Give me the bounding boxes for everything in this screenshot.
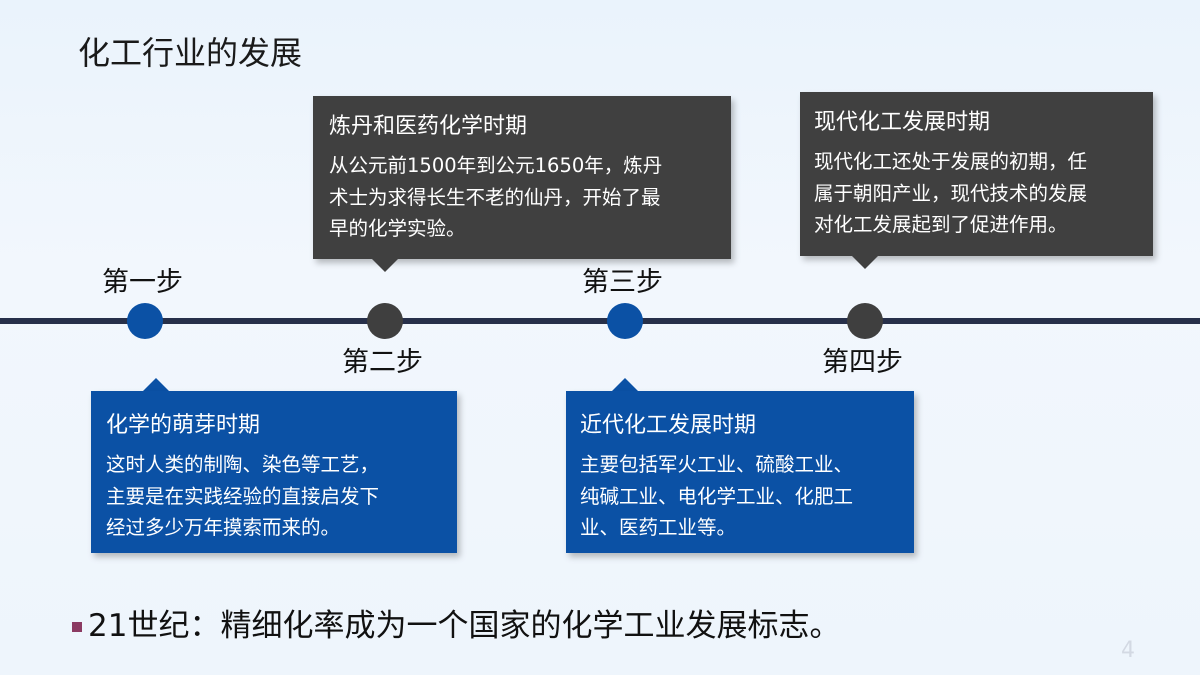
callout-1-title: 化学的萌芽时期 (106, 413, 261, 438)
callout-2-title: 炼丹和医药化学时期 (329, 114, 528, 139)
step-label-2: 第二步 (342, 347, 423, 378)
callout-step-4: 现代化工发展时期 现代化工还处于发展的初期，任 属于朝阳产业，现代技术的发展 对… (800, 92, 1153, 256)
timeline-node-4 (847, 303, 883, 339)
callout-1-pointer (143, 378, 169, 391)
callout-3-line: 业、医药工业等。 (580, 516, 737, 540)
timeline-node-3 (607, 303, 643, 339)
footer-text: 21世纪：精细化率成为一个国家的化学工业发展标志。 (88, 608, 841, 644)
callout-4-line: 现代化工还处于发展的初期，任 (814, 150, 1088, 173)
callout-3-line: 纯碱工业、电化学工业、化肥工 (580, 484, 854, 508)
callout-4-pointer (852, 256, 878, 269)
callout-step-3: 近代化工发展时期 主要包括军火工业、硫酸工业、 纯碱工业、电化学工业、化肥工 业… (566, 391, 914, 553)
timeline-node-1 (127, 303, 163, 339)
slide-title: 化工行业的发展 (78, 34, 303, 72)
callout-3-title: 近代化工发展时期 (580, 413, 757, 438)
callout-2-line: 术士为求得长生不老的仙丹，开始了最 (329, 185, 661, 209)
callout-1-body: 这时人类的制陶、染色等工艺， 主要是在实践经验的直接启发下 经过多少万年摸索而来… (106, 449, 442, 544)
callout-4-title: 现代化工发展时期 (814, 110, 991, 135)
callout-2-line: 早的化学实验。 (329, 217, 466, 241)
callout-step-2: 炼丹和医药化学时期 从公元前1500年到公元1650年，炼丹 术士为求得长生不老… (313, 96, 731, 259)
callout-1-line: 这时人类的制陶、染色等工艺， (106, 453, 380, 476)
step-label-4: 第四步 (822, 347, 903, 378)
callout-4-line: 属于朝阳产业，现代技术的发展 (814, 181, 1088, 205)
callout-2-pointer (372, 259, 398, 272)
callout-3-pointer (612, 378, 638, 391)
step-label-3: 第三步 (582, 267, 663, 298)
step-label-1: 第一步 (102, 267, 183, 298)
timeline-line (0, 318, 1200, 324)
callout-3-line: 主要包括军火工业、硫酸工业、 (580, 453, 854, 476)
callout-2-body: 从公元前1500年到公元1650年，炼丹 术士为求得长生不老的仙丹，开始了最 早… (329, 150, 715, 245)
callout-1-line: 经过多少万年摸索而来的。 (106, 516, 341, 540)
callout-1-line: 主要是在实践经验的直接启发下 (106, 484, 380, 508)
callout-2-line: 从公元前1500年到公元1650年，炼丹 (329, 154, 663, 177)
callout-3-body: 主要包括军火工业、硫酸工业、 纯碱工业、电化学工业、化肥工 业、医药工业等。 (580, 449, 900, 544)
page-number: 4 (1121, 638, 1135, 663)
callout-step-1: 化学的萌芽时期 这时人类的制陶、染色等工艺， 主要是在实践经验的直接启发下 经过… (91, 391, 457, 553)
callout-4-line: 对化工发展起到了促进作用。 (814, 213, 1068, 237)
footer-bullet-note: 21世纪：精细化率成为一个国家的化学工业发展标志。 (72, 600, 840, 645)
timeline-node-2 (367, 303, 403, 339)
bullet-square-icon (72, 621, 82, 632)
callout-4-body: 现代化工还处于发展的初期，任 属于朝阳产业，现代技术的发展 对化工发展起到了促进… (814, 146, 1139, 241)
